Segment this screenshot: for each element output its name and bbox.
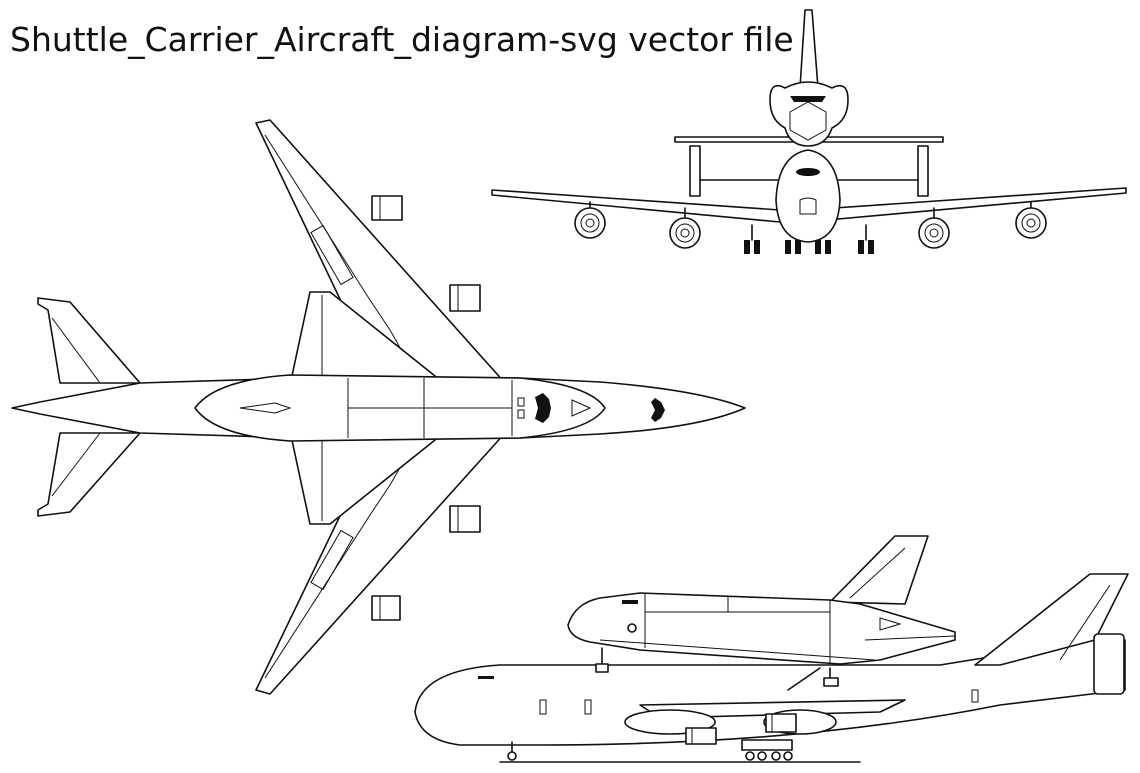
side-view-cockpit-window	[478, 676, 494, 679]
front-view	[491, 9, 1127, 254]
side-view-engine-1	[685, 727, 717, 745]
front-view-orbiter-tail	[799, 9, 819, 89]
front-view-endplate-left	[689, 145, 701, 197]
top-view-orbiter-windows	[535, 393, 551, 423]
front-view-stabilizer	[674, 136, 944, 143]
top-view-horizontal-stabilizer-upper	[37, 297, 141, 384]
side-view-orbiter-tail	[829, 535, 929, 605]
front-view-engine-1	[574, 201, 606, 239]
diagram-title: Shuttle_Carrier_Aircraft_diagram-svg vec…	[10, 20, 794, 59]
front-view-landing-gear	[744, 224, 874, 254]
front-view-engine-3	[918, 207, 950, 249]
top-view-horizontal-stabilizer-lower	[37, 432, 141, 517]
top-view	[11, 119, 746, 695]
side-view-endplate	[1093, 633, 1125, 695]
top-view-cockpit-windows	[651, 398, 665, 422]
front-view-endplate-right	[917, 145, 929, 197]
side-view-landing-gear	[499, 739, 861, 763]
side-view-engine-2	[765, 713, 797, 733]
side-view-vertical-tail	[974, 573, 1129, 666]
front-view-engine-2	[669, 207, 701, 249]
side-view	[414, 535, 1129, 763]
top-view-engine-2	[449, 284, 481, 312]
side-view-fuselage	[414, 639, 1126, 746]
top-view-engine-1	[371, 195, 403, 221]
front-view-fuselage	[775, 149, 841, 243]
top-view-engine-3	[449, 505, 481, 533]
front-view-engine-4	[1015, 201, 1047, 239]
side-view-orbiter-window	[622, 600, 638, 604]
top-view-engine-4	[371, 595, 401, 621]
